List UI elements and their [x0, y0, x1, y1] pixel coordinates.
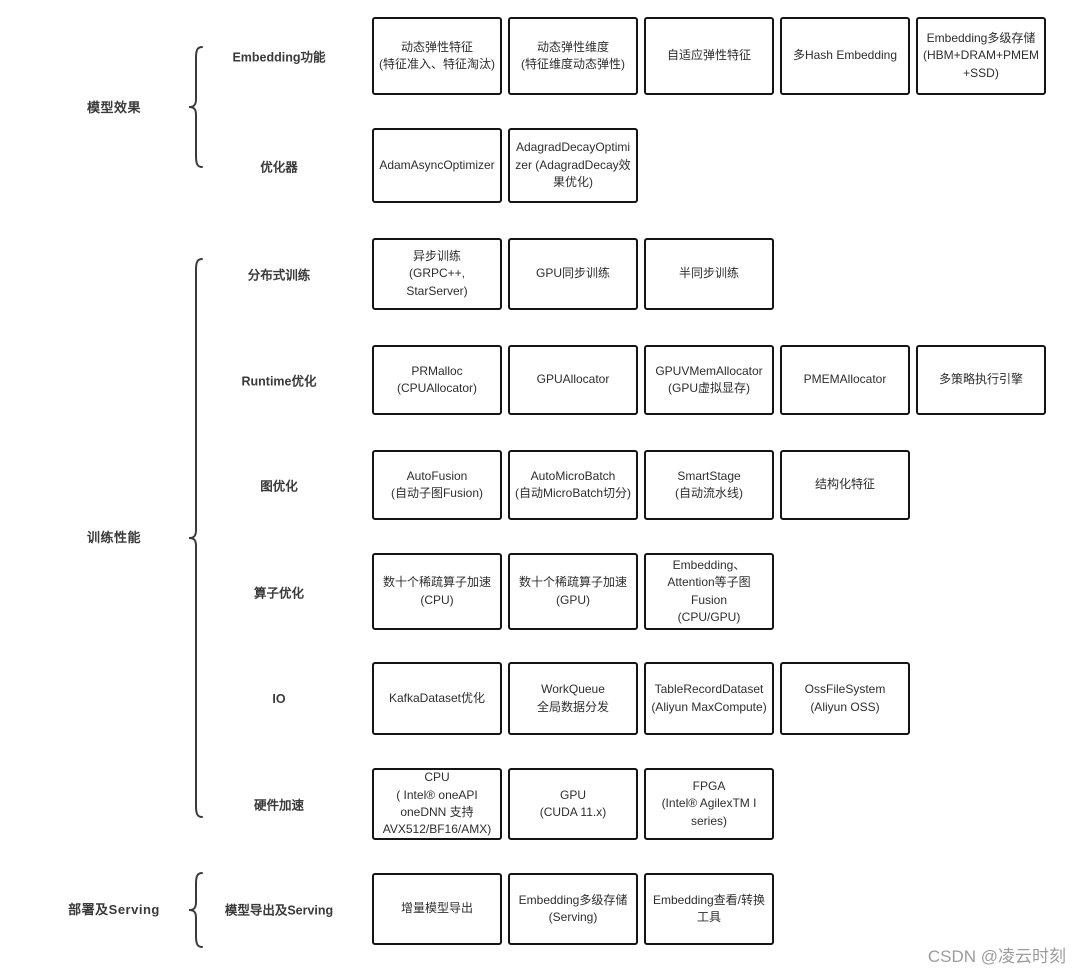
feature-box: WorkQueue 全局数据分发	[508, 662, 638, 735]
row-label-model-export-serving: 模型导出及Serving	[224, 903, 334, 918]
row-label-graph-optimization: 图优化	[260, 479, 298, 494]
row-embedding-features: Embedding功能 动态弹性特征 (特征准入、特征淘汰) 动态弹性维度 (特…	[0, 17, 1080, 95]
feature-box: AutoMicroBatch (自动MicroBatch切分)	[508, 450, 638, 520]
feature-box: 动态弹性特征 (特征准入、特征淘汰)	[372, 17, 502, 95]
row-label-runtime-optimization: Runtime优化	[241, 374, 317, 389]
feature-box: KafkaDataset优化	[372, 662, 502, 735]
brace-icon	[188, 46, 203, 168]
feature-box: 自适应弹性特征	[644, 17, 774, 95]
feature-box: PMEMAllocator	[780, 345, 910, 415]
feature-box: 增量模型导出	[372, 873, 502, 945]
feature-box: AdagradDecayOptimizer (AdagradDecay效果优化)	[508, 128, 638, 203]
feature-box: Embedding多级存储 (HBM+DRAM+PMEM +SSD)	[916, 17, 1046, 95]
feature-box: 多策略执行引擎	[916, 345, 1046, 415]
group-label-model-effect: 模型效果	[86, 100, 141, 115]
row-label-hardware-acceleration: 硬件加速	[253, 798, 304, 813]
feature-box: 数十个稀疏算子加速 (GPU)	[508, 553, 638, 630]
row-distributed-training: 分布式训练 异步训练 (GRPC++, StarServer) GPU同步训练 …	[0, 238, 1080, 310]
feature-box: GPUAllocator	[508, 345, 638, 415]
row-label-operator-optimization: 算子优化	[253, 586, 304, 600]
group-label-deploy-serving: 部署及Serving	[68, 902, 160, 917]
row-model-export-serving: 模型导出及Serving 增量模型导出 Embedding多级存储 (Servi…	[0, 873, 1080, 945]
row-hardware-acceleration: 硬件加速 CPU ( Intel® oneAPI oneDNN 支持 AVX51…	[0, 768, 1080, 840]
feature-box: AutoFusion (自动子图Fusion)	[372, 450, 502, 520]
feature-box: Embedding查看/转换 工具	[644, 873, 774, 945]
row-operator-optimization: 算子优化 数十个稀疏算子加速 (CPU) 数十个稀疏算子加速 (GPU) Emb…	[0, 553, 1080, 630]
row-io: IO KafkaDataset优化 WorkQueue 全局数据分发 Table…	[0, 662, 1080, 735]
feature-box: Embedding、 Attention等子图 Fusion (CPU/GPU)	[644, 553, 774, 630]
feature-box: AdamAsyncOptimizer	[372, 128, 502, 203]
feature-box: 动态弹性维度 (特征维度动态弹性)	[508, 17, 638, 95]
brace-icon	[188, 872, 203, 948]
feature-box: 多Hash Embedding	[780, 17, 910, 95]
feature-box: GPU同步训练	[508, 238, 638, 310]
feature-box: TableRecordDataset (Aliyun MaxCompute)	[644, 662, 774, 735]
row-optimizers: 优化器 AdamAsyncOptimizer AdagradDecayOptim…	[0, 128, 1080, 203]
feature-box: 结构化特征	[780, 450, 910, 520]
feature-box: CPU ( Intel® oneAPI oneDNN 支持 AVX512/BF1…	[372, 768, 502, 840]
feature-box: 半同步训练	[644, 238, 774, 310]
row-label-optimizers: 优化器	[260, 160, 298, 174]
feature-box: GPUVMemAllocator (GPU虚拟显存)	[644, 345, 774, 415]
feature-box: SmartStage (自动流水线)	[644, 450, 774, 520]
row-label-distributed-training: 分布式训练	[247, 268, 311, 283]
feature-box: 数十个稀疏算子加速 (CPU)	[372, 553, 502, 630]
group-label-training-performance: 训练性能	[86, 530, 141, 545]
feature-box: FPGA (Intel® AgilexTM I series)	[644, 768, 774, 840]
row-runtime-optimization: Runtime优化 PRMalloc (CPUAllocator) GPUAll…	[0, 345, 1080, 415]
feature-box: PRMalloc (CPUAllocator)	[372, 345, 502, 415]
feature-box: 异步训练 (GRPC++, StarServer)	[372, 238, 502, 310]
feature-box: Embedding多级存储 (Serving)	[508, 873, 638, 945]
brace-icon	[188, 258, 203, 818]
feature-box: GPU (CUDA 11.x)	[508, 768, 638, 840]
csdn-watermark: CSDN @凌云时刻	[927, 947, 1066, 966]
row-label-io: IO	[272, 691, 286, 706]
row-graph-optimization: 图优化 AutoFusion (自动子图Fusion) AutoMicroBat…	[0, 450, 1080, 520]
feature-box: OssFileSystem (Aliyun OSS)	[780, 662, 910, 735]
row-label-embedding-features: Embedding功能	[232, 50, 326, 65]
